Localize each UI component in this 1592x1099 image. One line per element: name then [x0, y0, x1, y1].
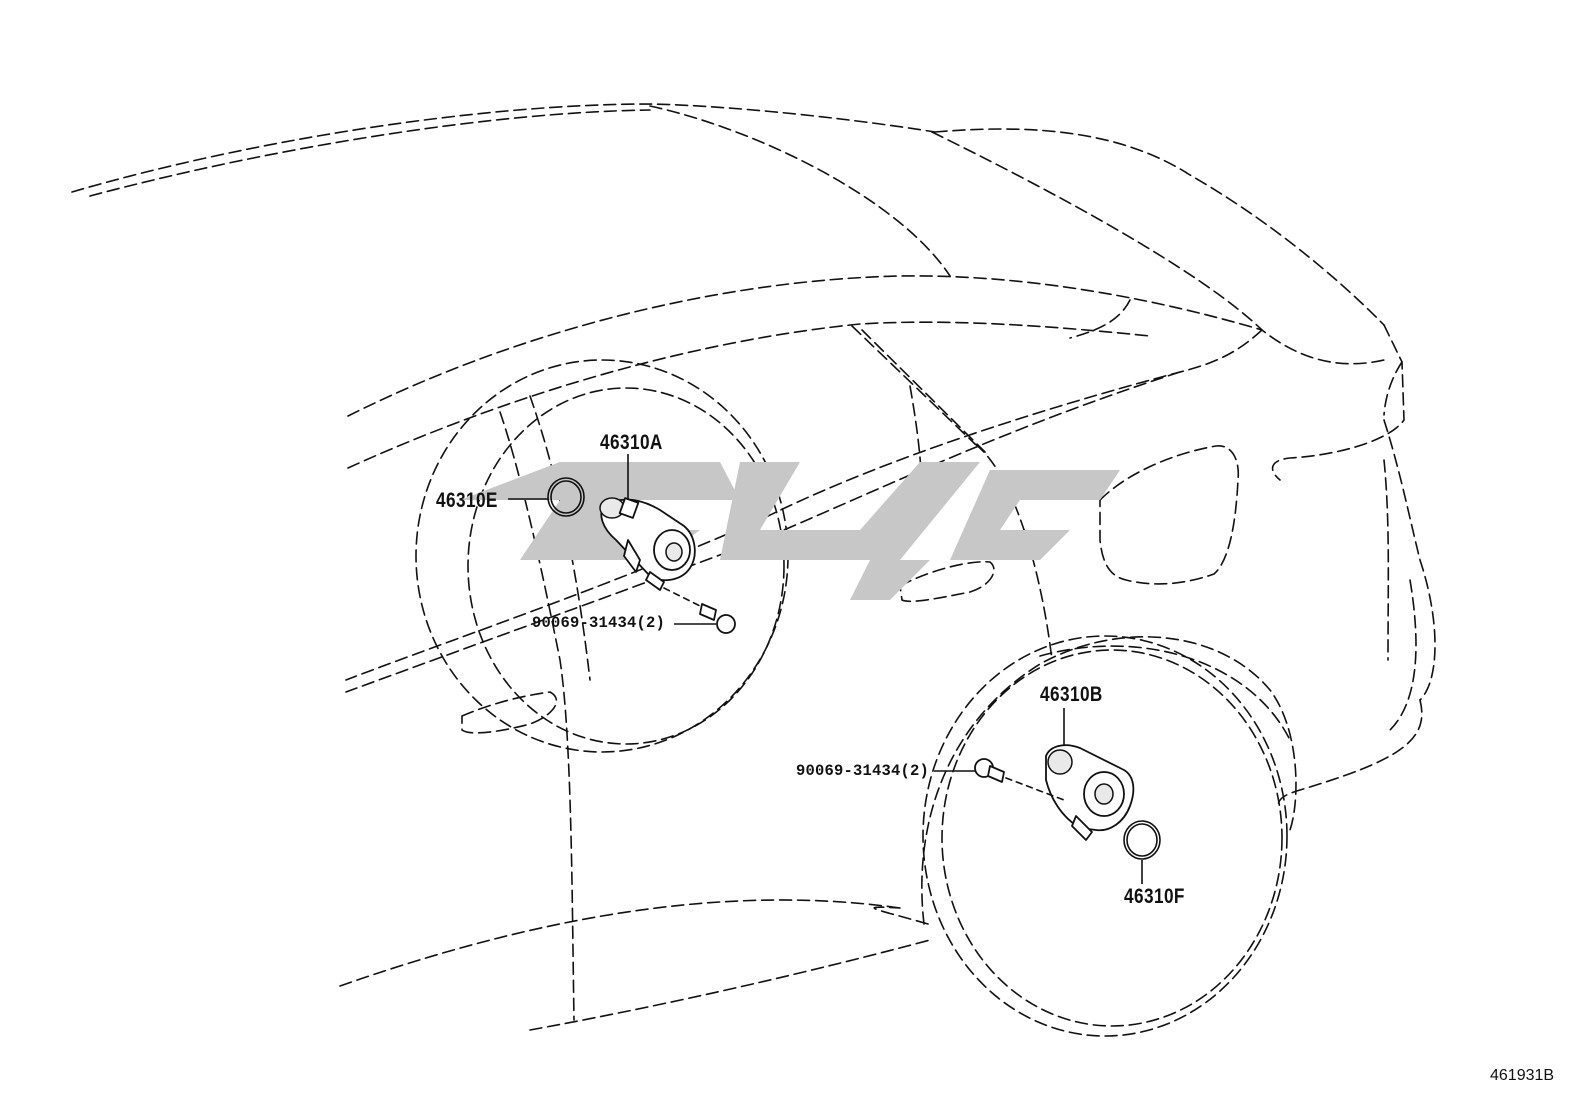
callout-sensor-46310A[interactable]: 46310A: [600, 431, 663, 454]
bolt-rear-illustration: [974, 758, 1065, 801]
vehicle-outline: [71, 103, 1436, 1037]
bolt-front-illustration: [663, 587, 736, 634]
callout-bolt-front[interactable]: 90069-31434(2): [532, 614, 666, 632]
callout-oring-46310F[interactable]: 46310F: [1124, 885, 1185, 908]
oring-46310E-illustration: [547, 477, 585, 517]
figure-number: 461931B: [1490, 1067, 1555, 1084]
leader-lines: [508, 454, 1143, 884]
oring-46310F-illustration: [1123, 820, 1161, 860]
callout-bolt-rear[interactable]: 90069-31434(2): [796, 762, 930, 780]
sensor-46310B-illustration: [1045, 744, 1135, 841]
callout-sensor-46310B[interactable]: 46310B: [1040, 683, 1103, 706]
callout-oring-46310E[interactable]: 46310E: [436, 489, 498, 512]
sensor-46310A-illustration: [599, 497, 696, 591]
